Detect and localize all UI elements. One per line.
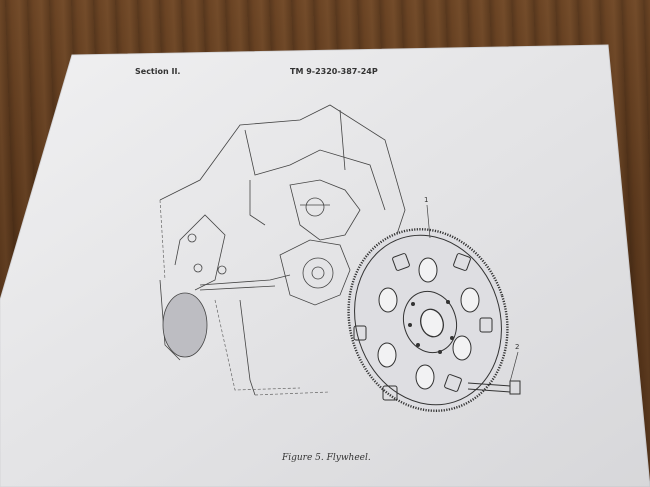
callout-label-2: 2 — [515, 343, 520, 351]
callout-label-1: 1 — [424, 196, 429, 204]
bolt-drawing — [467, 380, 521, 395]
callout-leaders — [426, 204, 519, 383]
engine-block-drawing — [159, 104, 406, 396]
manual-number: TM 9-2320-387-24P — [290, 67, 378, 76]
hidden-lines — [159, 199, 331, 396]
figure-caption: Figure 5. Flywheel. — [282, 453, 371, 463]
flywheel-drawing — [347, 228, 509, 412]
section-header: Section II. — [135, 67, 181, 76]
crankshaft-housing — [162, 292, 208, 358]
